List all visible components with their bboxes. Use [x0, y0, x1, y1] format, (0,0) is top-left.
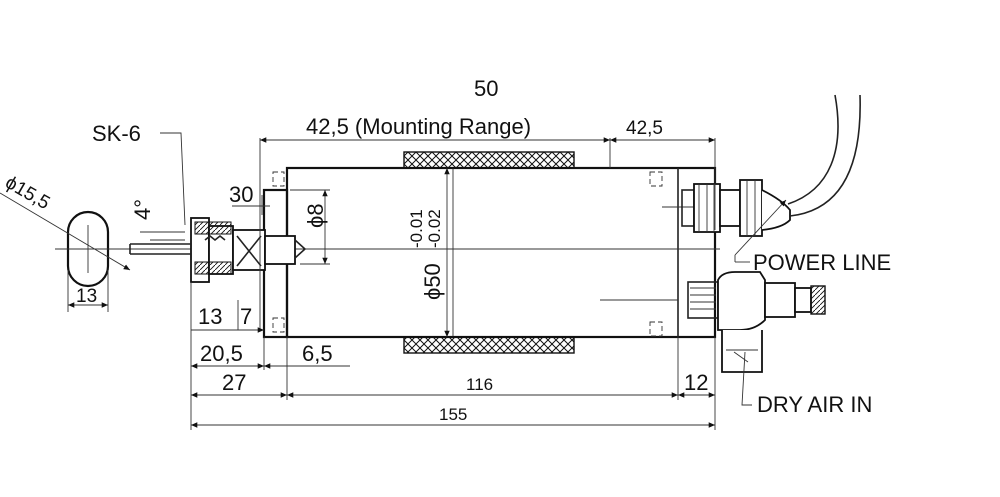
dim-tol-lower: -0.02	[425, 209, 444, 248]
dim-phi15: ϕ15,5	[2, 172, 54, 214]
dry-air-fitting	[687, 271, 826, 373]
dim-7: 7	[240, 304, 252, 329]
dim-30: 30	[229, 182, 253, 207]
dim-angle: 4°	[130, 199, 155, 220]
mounting-range-bands	[403, 151, 575, 354]
dim-13-left: 13	[76, 286, 97, 307]
dim-12: 12	[684, 370, 708, 395]
label-sk6: SK-6	[92, 121, 141, 146]
dimension-labels: 50 42,5 (Mounting Range) 42,5 30 ϕ8 4° ϕ…	[2, 76, 709, 424]
callout-labels: SK-6 POWER LINE DRY AIR IN	[92, 121, 891, 417]
dim-13: 13	[198, 304, 222, 329]
label-power-line: POWER LINE	[753, 250, 891, 275]
shank-section-view	[0, 192, 131, 312]
dim-right-top: 42,5	[626, 118, 663, 139]
power-line-connector	[681, 94, 861, 237]
dim-mounting-range: 42,5 (Mounting Range)	[306, 114, 531, 139]
dim-tol-upper: -0.01	[407, 209, 426, 248]
dim-phi8: ϕ8	[303, 203, 328, 228]
label-dry-air-in: DRY AIR IN	[757, 392, 872, 417]
dim-phi50: ϕ50	[420, 263, 445, 300]
dim-6-5: 6,5	[302, 341, 333, 366]
dimension-lines	[140, 132, 787, 430]
dim-155: 155	[439, 405, 467, 424]
dim-20-5: 20,5	[200, 341, 243, 366]
dim-overall-top: 50	[474, 76, 498, 101]
dim-27: 27	[222, 370, 246, 395]
collet-shank	[129, 217, 307, 283]
dim-116: 116	[466, 375, 493, 394]
